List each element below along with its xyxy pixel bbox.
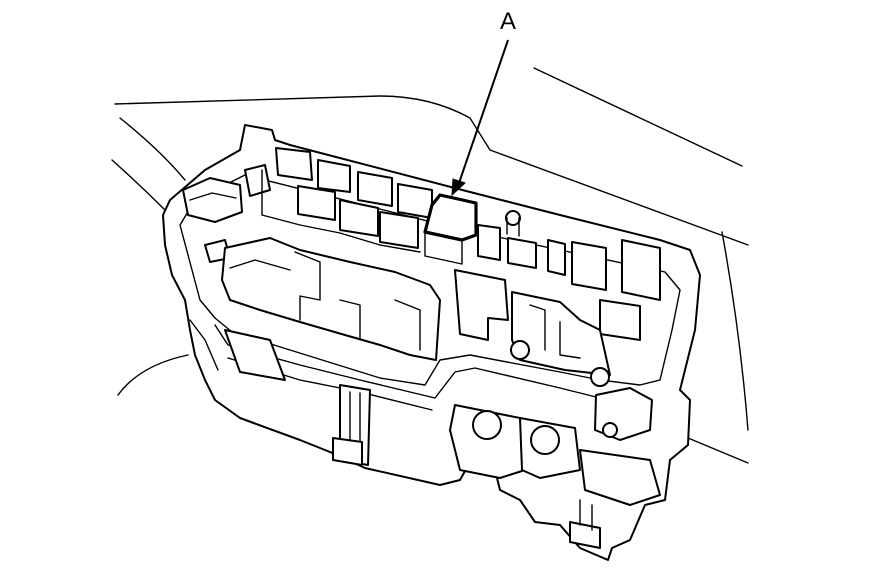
center-cover — [221, 237, 441, 361]
right-components — [477, 210, 661, 341]
callout-label-a: A — [500, 8, 517, 35]
relay-row — [261, 147, 433, 253]
relay-a-highlight — [423, 193, 478, 265]
mounting-bracket — [454, 269, 611, 387]
callout-leader — [451, 39, 509, 197]
left-clips — [182, 164, 286, 381]
vehicle-body-outline — [111, 67, 749, 464]
bottom-features — [332, 384, 661, 549]
